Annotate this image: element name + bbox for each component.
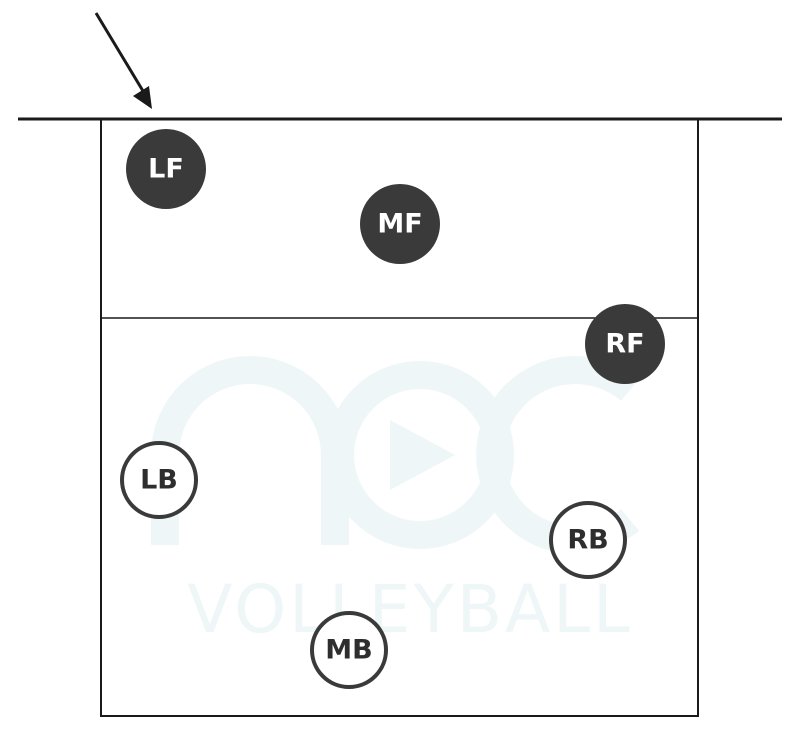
watermark-play-icon [390, 420, 455, 490]
player-label-mb: MB [325, 635, 372, 666]
player-rf: RF [585, 304, 665, 384]
player-label-lf: LF [148, 154, 184, 185]
player-mb: MB [310, 611, 388, 689]
watermark-text: VOLLEYBALL [187, 571, 632, 648]
watermark-a-shape [151, 356, 349, 545]
player-mf: MF [360, 184, 440, 264]
player-rb: RB [549, 501, 627, 579]
watermark-logo: VOLLEYBALL [151, 356, 639, 648]
player-label-rf: RF [605, 329, 644, 360]
court-boundary [100, 118, 699, 717]
player-lb: LB [120, 441, 198, 519]
player-lf: LF [126, 129, 206, 209]
player-label-lb: LB [140, 465, 178, 496]
player-label-rb: RB [567, 525, 608, 556]
arrow-down-right-icon [94, 12, 152, 109]
player-label-mf: MF [377, 209, 422, 240]
